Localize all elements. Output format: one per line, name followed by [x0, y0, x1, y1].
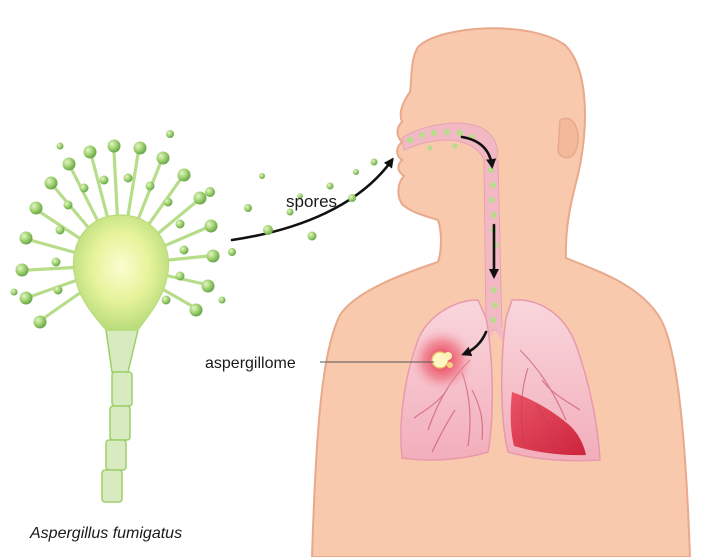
species-label: Aspergillus fumigatus	[29, 525, 182, 542]
ear	[558, 118, 578, 157]
vesicle	[73, 215, 168, 330]
aspergillome-label: aspergillome	[205, 355, 296, 372]
hyphal-stalk	[102, 330, 138, 502]
aspergillus-conidiophore-icon	[11, 130, 226, 502]
spores-label: spores	[286, 192, 337, 211]
